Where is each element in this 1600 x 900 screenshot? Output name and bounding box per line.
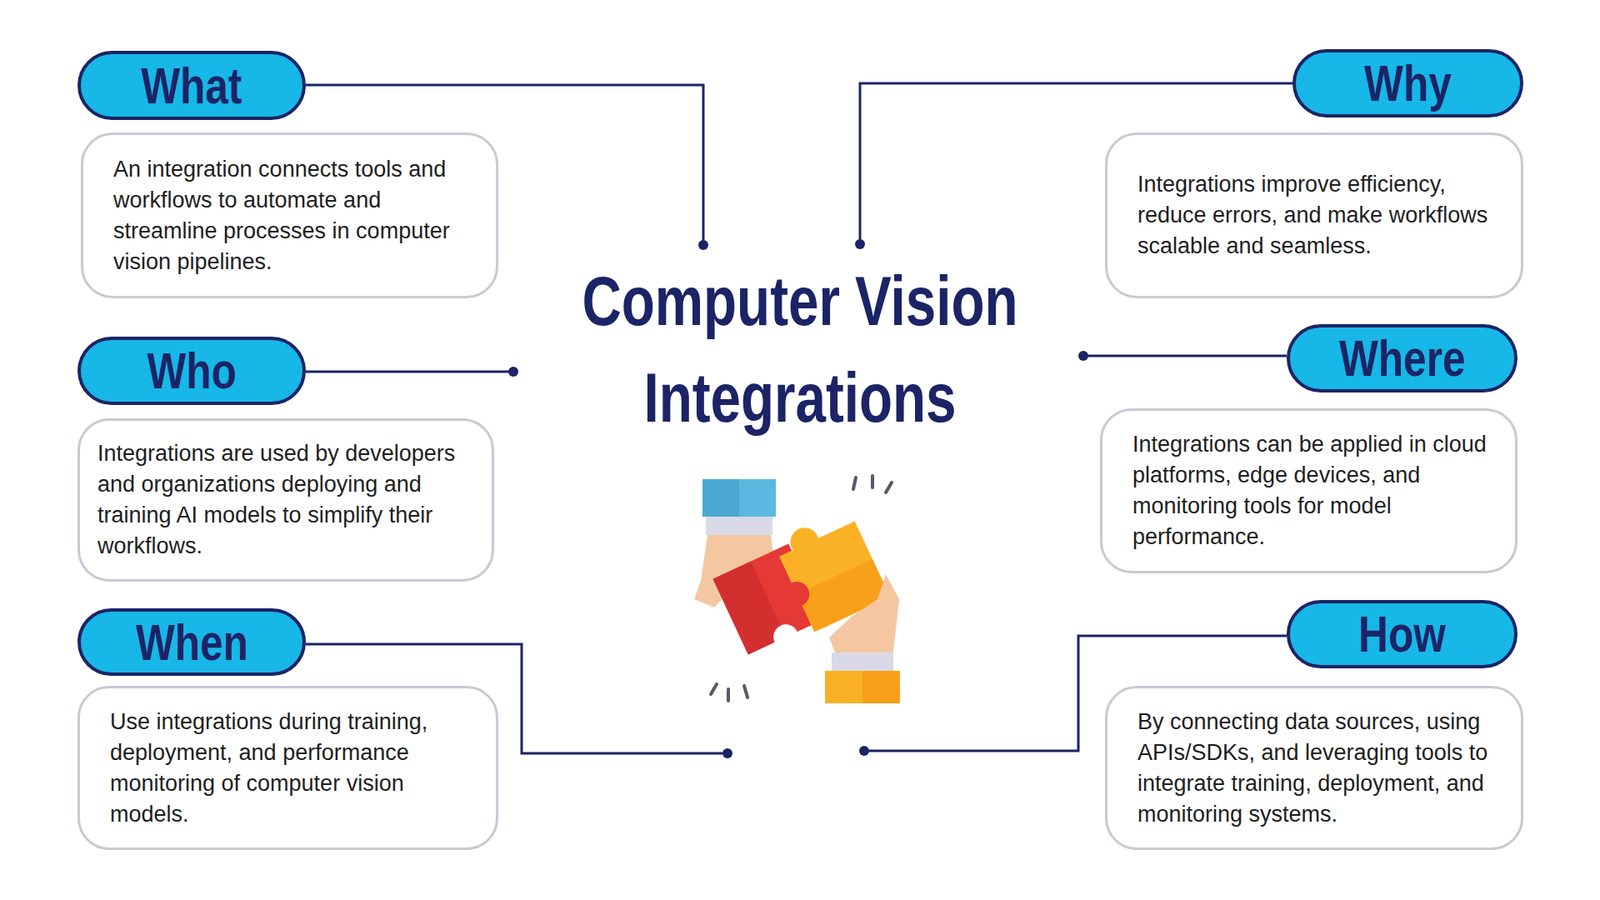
description-box: Integrations can be applied in cloud pla… (1100, 408, 1518, 574)
section-body: An integration connects tools and workfl… (113, 154, 473, 278)
leader-dot (698, 240, 709, 250)
section-body: By connecting data sources, using APIs/S… (1137, 706, 1510, 830)
puzzle-notch (780, 577, 814, 611)
burst-line (885, 482, 892, 493)
leader-dot (859, 745, 870, 756)
section-body: Integrations can be applied in cloud pla… (1132, 429, 1492, 553)
section-pill: What (77, 50, 306, 120)
description-box: Integrations are used by developers and … (77, 418, 495, 582)
sleeve-cuff (862, 670, 900, 704)
section-heading: How (1358, 608, 1446, 660)
leader-dot (855, 239, 865, 250)
section-body: Integrations improve efficiency, reduce … (1137, 169, 1498, 262)
hand (829, 574, 900, 653)
burst-line (710, 684, 717, 695)
leader-line (1083, 355, 1287, 358)
finger (694, 580, 723, 608)
section-body: Integrations are used by developers and … (97, 438, 480, 562)
sleeve-cuff (702, 479, 740, 517)
section-heading: Why (1364, 57, 1452, 110)
sleeve-cuff (702, 479, 776, 517)
section-pill: Who (77, 336, 306, 405)
description-box: By connecting data sources, using APIs/S… (1105, 685, 1524, 850)
section-pill: Where (1286, 324, 1518, 393)
description-box: Use integrations during training, deploy… (77, 685, 499, 850)
diagram-title: Computer Vision Integrations (572, 252, 1028, 446)
section-heading: When (135, 616, 249, 669)
section-heading: What (140, 60, 242, 112)
description-box: An integration connects tools and workfl… (80, 132, 499, 299)
shirt-cuff (831, 652, 894, 673)
burst-line (744, 685, 748, 698)
sleeve-cuff (825, 670, 900, 704)
section-heading: Who (146, 345, 236, 397)
puzzle-knob (785, 523, 824, 561)
leader-line (305, 370, 514, 374)
description-box: Integrations improve efficiency, reduce … (1105, 132, 1524, 299)
section-body: Use integrations during training, deploy… (110, 706, 473, 830)
leader-dot (722, 748, 733, 759)
section-pill: How (1286, 600, 1518, 669)
section-heading: Where (1339, 332, 1466, 385)
burst-line (726, 689, 730, 701)
puzzle-notch (769, 620, 803, 654)
shirt-cuff (705, 516, 773, 535)
section-pill: Why (1292, 49, 1524, 118)
leader-dot (508, 366, 519, 377)
burst-line (870, 475, 875, 488)
leader-dot (1078, 350, 1089, 361)
section-pill: When (77, 608, 306, 676)
burst-line (853, 477, 856, 490)
